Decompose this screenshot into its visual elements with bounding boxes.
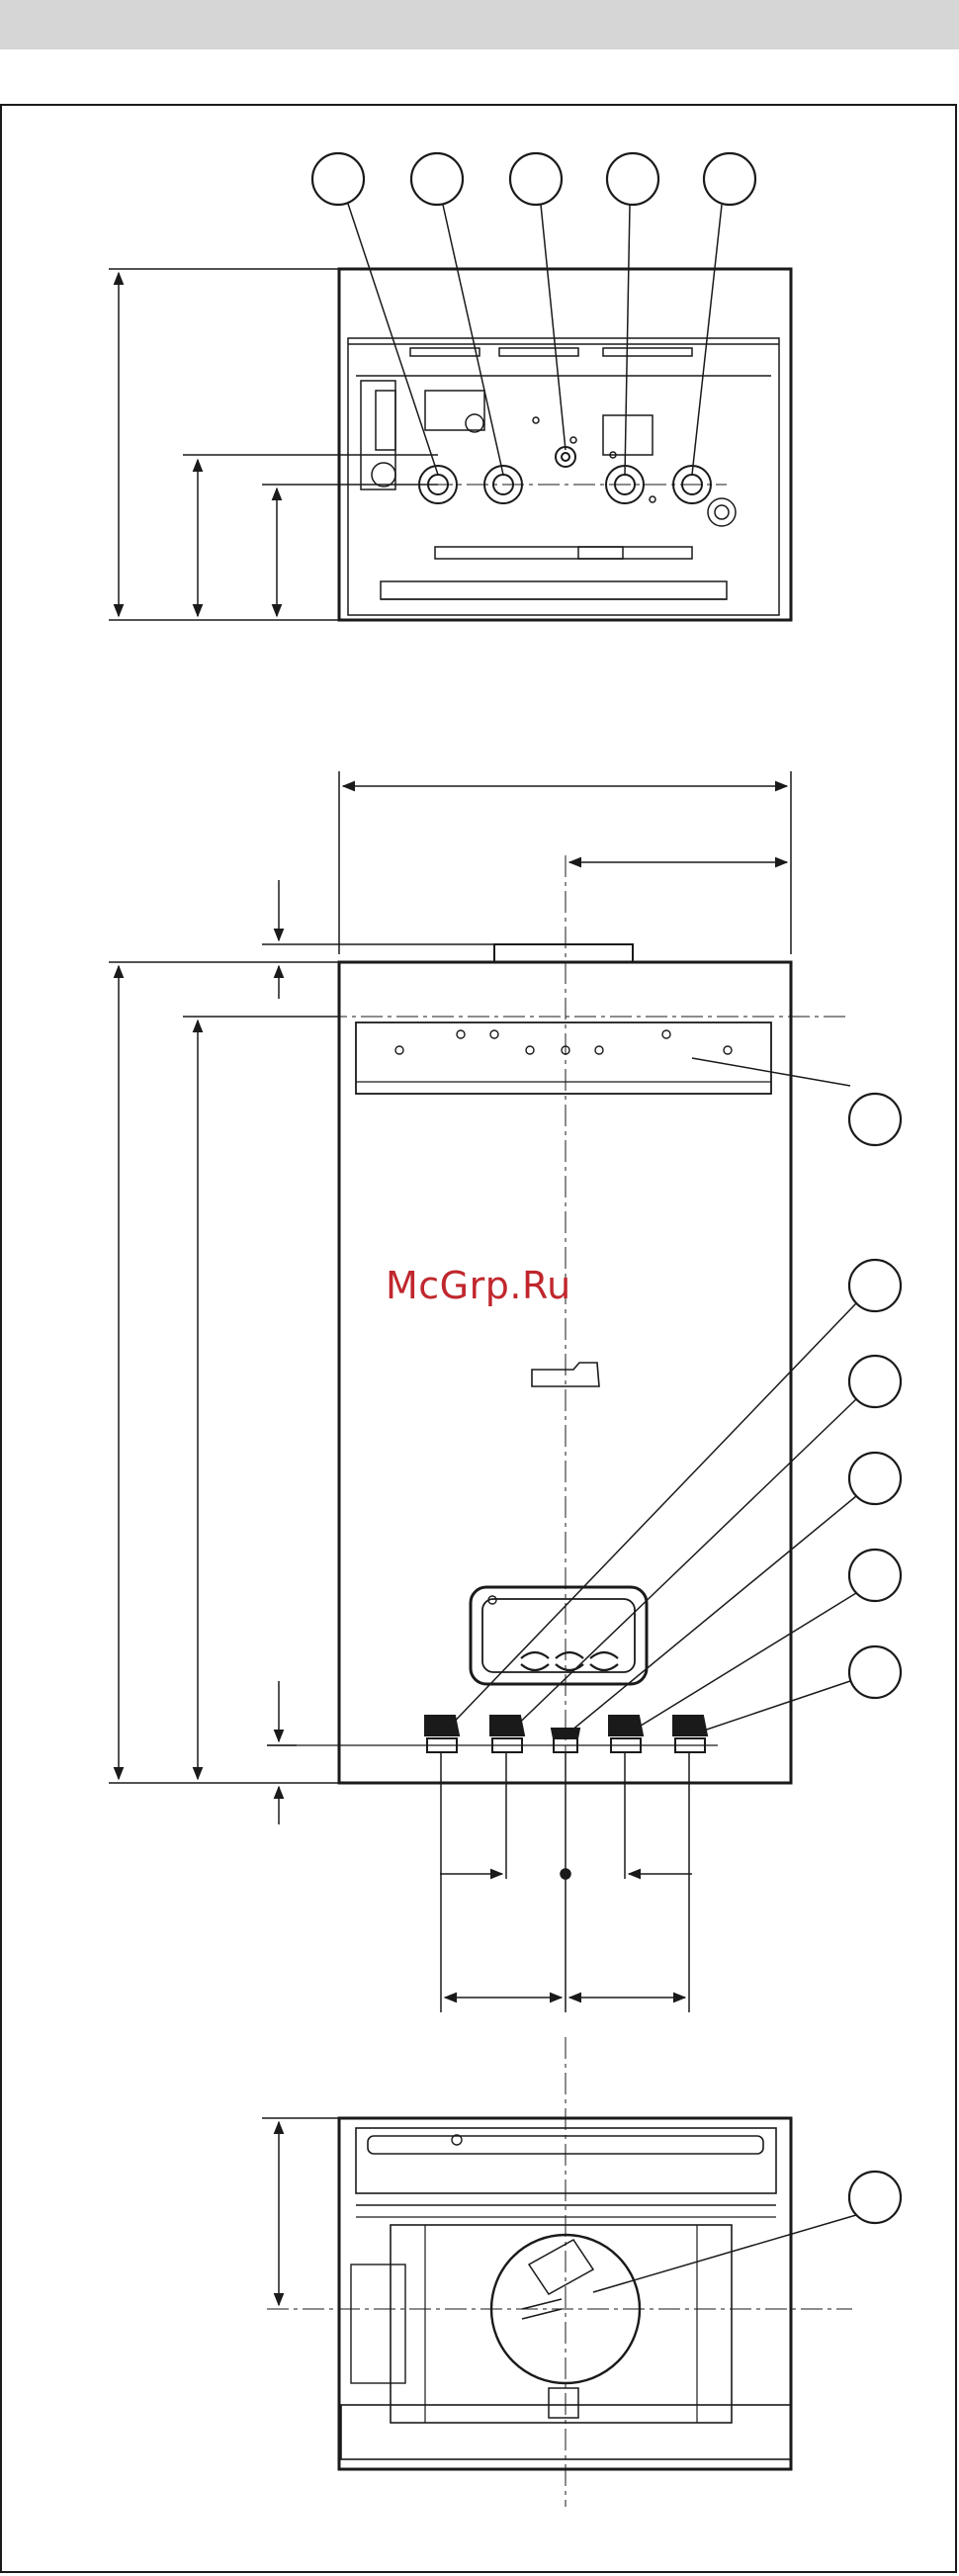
front-view-callouts — [440, 1057, 903, 1736]
watermark-text: McGrp.Ru — [386, 1264, 571, 1307]
top-view-dimensions — [109, 268, 438, 621]
top-view-housing — [337, 267, 793, 622]
top-view-lower-bar — [434, 546, 693, 560]
top-flue-stub — [493, 943, 634, 963]
top-view-inner-frame — [347, 337, 780, 616]
top-view-callouts — [310, 151, 757, 476]
front-view — [109, 771, 903, 2012]
bottom-view-callouts — [592, 2170, 903, 2293]
front-view-dimensions — [109, 771, 792, 2012]
control-panel-inner — [481, 1598, 636, 1673]
control-panel-outer — [469, 1585, 649, 1686]
top-view — [109, 151, 793, 622]
mounting-rail — [355, 1022, 772, 1095]
drawing-frame — [0, 104, 957, 2573]
top-view-fittings — [418, 446, 712, 504]
bottom-view — [262, 2037, 903, 2507]
bottom-view-dimensions — [262, 2117, 339, 2307]
front-logo-badge — [531, 1362, 600, 1387]
header-band — [0, 0, 959, 49]
